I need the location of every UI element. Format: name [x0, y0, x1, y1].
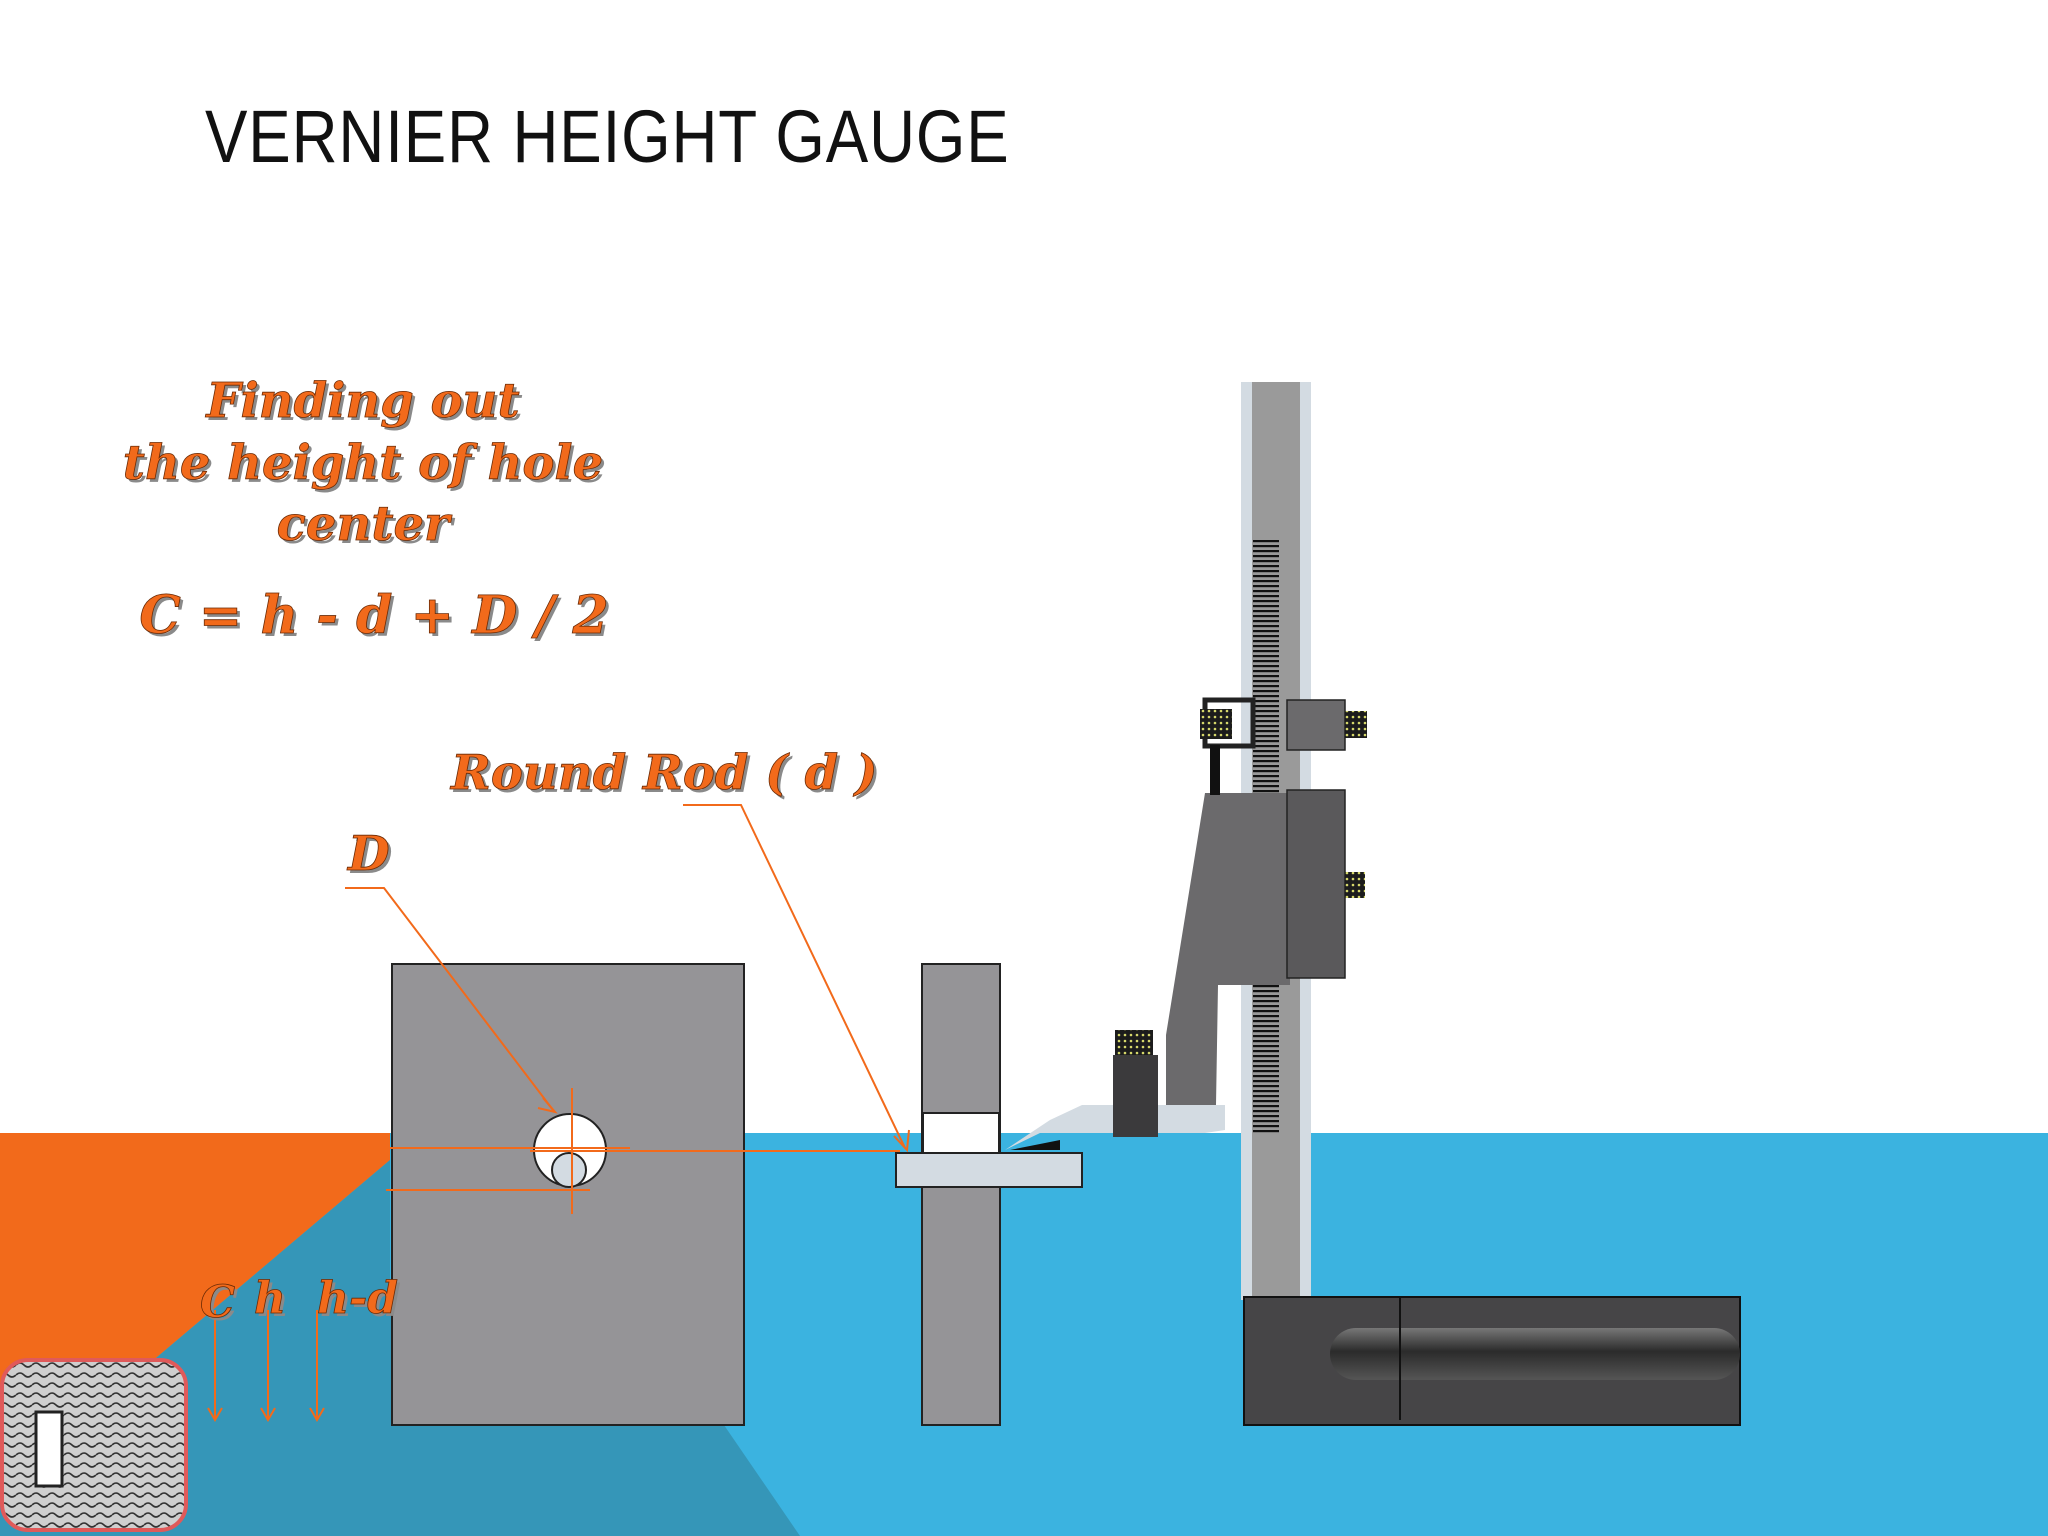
round-rod-arrowhead — [893, 1129, 910, 1153]
fine-adjust-knob — [1345, 711, 1367, 738]
formula-text: C = h - d + D / 2 — [139, 585, 608, 646]
svg-text:Finding out: Finding out — [207, 376, 522, 432]
height-gauge — [1005, 382, 1741, 1426]
svg-text:Round Rod ( d ): Round Rod ( d ) — [452, 748, 881, 804]
caption-line-1: Finding out — [204, 373, 519, 429]
round-rod-leader — [683, 804, 906, 1149]
c-arrowhead — [207, 1407, 223, 1422]
hole-diameter-label: D — [346, 826, 390, 882]
caption-line-2: the height of hole — [123, 435, 603, 491]
rod-post-column — [921, 963, 1001, 1426]
navigation-button-background[interactable] — [0, 1358, 188, 1532]
caption-line-3: center — [277, 496, 453, 552]
workpiece-block — [391, 963, 745, 1426]
scriber-clamp-knob — [1115, 1030, 1153, 1055]
gauge-base-cylinder — [1330, 1328, 1740, 1380]
scriber-tip — [1010, 1140, 1060, 1150]
workpiece — [386, 963, 745, 1426]
svg-text:h: h — [257, 1276, 289, 1327]
h-minus-d-arrowhead — [309, 1407, 325, 1422]
hole-diameter-leader — [345, 887, 554, 1111]
hole-diameter-arrowhead — [537, 1097, 558, 1114]
caption-block: Finding out Finding out the height of ho… — [122, 373, 611, 649]
c-label: C — [200, 1277, 235, 1328]
round-rod-circle — [551, 1152, 587, 1188]
svg-text:center: center — [280, 499, 456, 555]
vernier-slider — [1286, 789, 1346, 979]
navigation-button-icon — [34, 1410, 64, 1488]
scriber-plate — [895, 1152, 1083, 1188]
fine-adjust-screw — [1210, 745, 1220, 795]
h-label: h — [254, 1273, 286, 1324]
slider-lock-knob — [1345, 872, 1365, 898]
slider-arm — [1166, 793, 1290, 1105]
svg-text:D: D — [349, 829, 393, 885]
h-minus-d-label: h-d — [317, 1273, 398, 1324]
h-arrowhead — [260, 1407, 276, 1422]
navigation-button[interactable] — [0, 1358, 188, 1532]
svg-text:h-d: h-d — [320, 1276, 401, 1327]
scriber-clamp — [1113, 1055, 1158, 1137]
round-rod-label: Round Rod ( d ) — [449, 745, 878, 801]
rod-post-gap — [922, 1112, 1000, 1154]
svg-text:C: C — [203, 1280, 238, 1331]
diagram-labels: Round Rod ( d ) Round Rod ( d ) D D C C … — [200, 745, 881, 1331]
rod-post — [895, 963, 1083, 1426]
svg-text:C = h - d + D / 2: C = h - d + D / 2 — [142, 588, 611, 649]
svg-text:the height of hole: the height of hole — [126, 438, 606, 494]
fine-adjust-block — [1286, 699, 1346, 751]
callout-lines — [207, 804, 910, 1422]
slide-title: VERNIER HEIGHT GAUGE — [205, 95, 1010, 178]
fine-adjust-screw-knob — [1200, 709, 1232, 739]
